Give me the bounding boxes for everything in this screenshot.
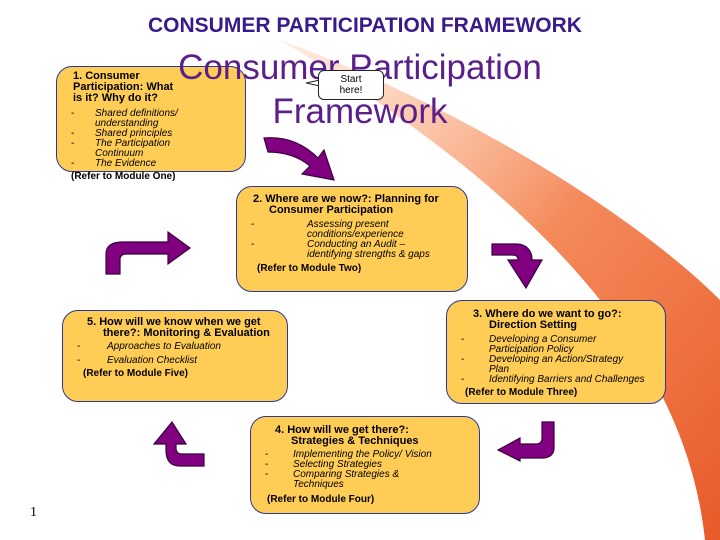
step-2-item: Conducting an Audit – identifying streng… <box>237 240 467 260</box>
step-1-item: Shared principles <box>57 129 245 140</box>
step-1-item: The Evidence <box>57 159 245 170</box>
step-box-4: 4. How will we get there?: Strategies & … <box>250 416 480 514</box>
step-3-heading: 3. Where do we want to go?: Direction Se… <box>473 308 622 331</box>
step-box-3: 3. Where do we want to go?: Direction Se… <box>446 300 666 404</box>
curved-arrow-icon <box>491 243 544 290</box>
curved-arrow-icon <box>105 230 192 275</box>
step-box-1: 1. Consumer Participation: What is it? W… <box>56 66 246 182</box>
start-callout-line: Start <box>340 74 362 85</box>
page-number: 1 <box>30 505 37 520</box>
step-4-item: Selecting Strategies <box>251 460 479 471</box>
step-1-item: The Participation Continuum <box>57 139 245 159</box>
step-5-ref: (Refer to Module Five) <box>83 368 189 379</box>
step-1-heading-line: is it? Why do it? <box>73 92 158 104</box>
step-3-item: Developing an Action/Strategy Plan <box>447 355 665 375</box>
start-callout: Start here! <box>318 70 384 100</box>
step-4-item: Implementing the Policy/ Vision <box>251 450 479 461</box>
start-callout-line: here! <box>339 85 363 96</box>
step-5-item: Approaches to Evaluation <box>63 342 287 353</box>
step-1-ref: (Refer to Module One) <box>71 171 176 182</box>
step-3-item: Developing a Consumer Participation Poli… <box>447 335 665 355</box>
step-2-item: Assessing present conditions/experience <box>237 220 467 240</box>
step-1-heading: 1. Consumer Participation: What is it? W… <box>57 71 245 104</box>
step-2-ref: (Refer to Module Two) <box>257 263 362 274</box>
curved-arrow-icon <box>496 421 555 462</box>
curved-arrow-icon <box>263 137 335 181</box>
step-5-item: Evaluation Checklist <box>63 356 287 367</box>
step-box-5: 5. How will we know when we get there?: … <box>62 310 288 402</box>
callout-pointer <box>306 79 320 87</box>
step-1-heading-line: 1. Consumer <box>73 70 140 82</box>
step-1-item: Shared definitions/ understanding <box>57 109 245 129</box>
step-4-heading: 4. How will we get there?: Strategies & … <box>275 424 419 447</box>
step-1-heading-line: Participation: What <box>73 81 174 93</box>
step-2-heading: 2. Where are we now?: Planning for Consu… <box>253 193 439 216</box>
slide-header-title: CONSUMER PARTICIPATION FRAMEWORK <box>148 14 582 37</box>
step-4-item: Comparing Strategies & Techniques <box>251 470 479 490</box>
step-3-item: Identifying Barriers and Challenges <box>447 375 665 386</box>
step-5-heading: 5. How will we know when we get there?: … <box>87 316 270 339</box>
step-box-2: 2. Where are we now?: Planning for Consu… <box>236 186 468 292</box>
curved-arrow-icon <box>152 420 205 467</box>
step-4-ref: (Refer to Module Four) <box>267 494 375 505</box>
step-3-ref: (Refer to Module Three) <box>465 387 578 398</box>
